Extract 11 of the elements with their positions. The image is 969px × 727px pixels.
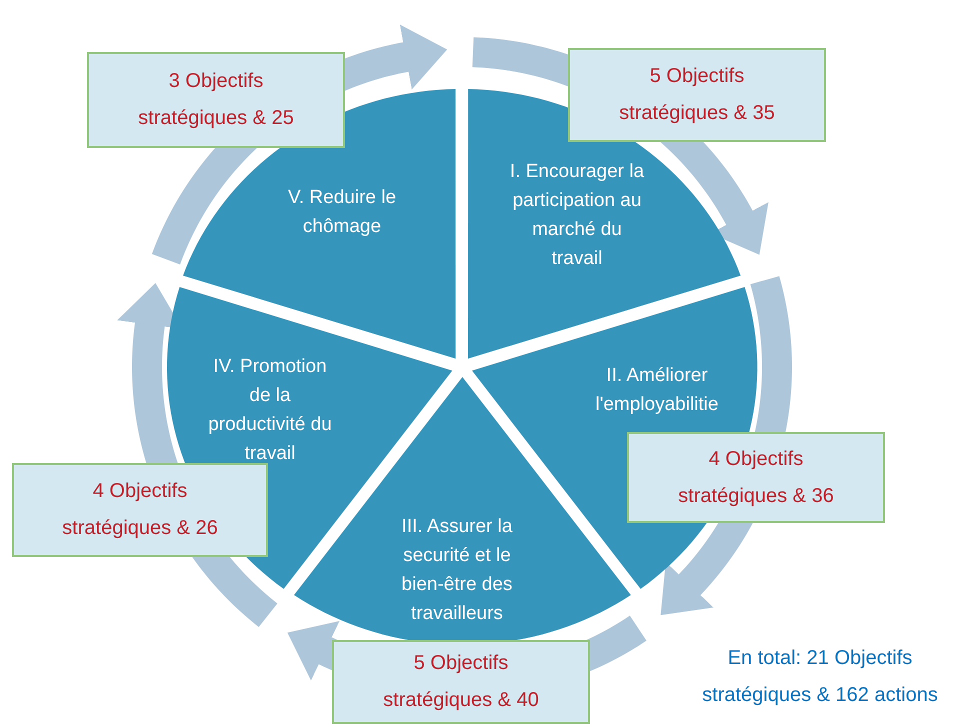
objective-count-box: 3 Objectifs stratégiques & 25 (87, 52, 345, 148)
segment-label: II. Améliorer l'employabilitie (594, 364, 720, 417)
segment-label: III. Assurer la securité et le bien-être des travailleurs (400, 514, 514, 626)
objective-count-box: 4 Objectifs stratégiques & 26 (12, 463, 268, 557)
objective-count-box: 5 Objectifs stratégiques & 35 (568, 48, 826, 142)
segment-label: V. Reduire le chômage (286, 186, 398, 239)
segment-label: I. Encourager la participation au marché du travail (508, 160, 646, 271)
segment-label: IV. Promotion de la productivité du travail (207, 354, 333, 466)
total-note: En total: 21 Objectifs stratégiques & 162 actions (701, 646, 939, 708)
objective-count-box: 4 Objectifs stratégiques & 36 (627, 432, 885, 523)
objective-count-box: 5 Objectifs stratégiques & 40 (332, 640, 590, 724)
